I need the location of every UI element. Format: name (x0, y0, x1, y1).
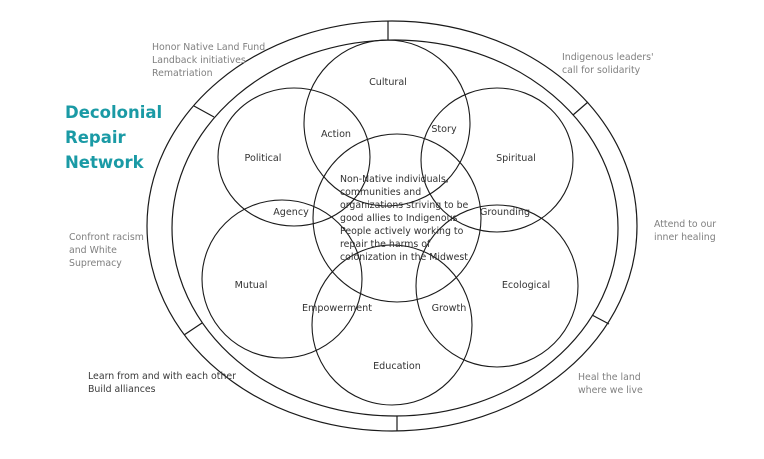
outer-label-line: Attend to our (654, 219, 717, 230)
petal-mutual (201, 199, 363, 359)
petal-label-spiritual: Spiritual (496, 153, 536, 164)
center-circle (312, 133, 482, 303)
center-line: People actively working to (340, 226, 464, 237)
outer-label-line: where we live (578, 385, 643, 396)
outer-label-bottom-right: Heal the land where we live (578, 371, 643, 397)
outer-label-top-left: Honor Native Land Fund Landback initiati… (152, 41, 265, 80)
petal-cultural (303, 39, 471, 207)
center-description: Non-Native individuals, communities and … (340, 173, 480, 264)
overlap-label-empowerment: Empowerment (302, 303, 372, 314)
outer-label-top-right: Indigenous leaders' call for solidarity (562, 51, 654, 77)
petal-label-education: Education (373, 361, 421, 372)
ring-divider-lower-right (591, 314, 610, 325)
outer-label-line: Supremacy (69, 258, 122, 269)
center-line: colonization in the Midwest (340, 252, 468, 263)
petal-education (311, 244, 473, 406)
title-line: Decolonial (65, 103, 163, 122)
petal-label-mutual: Mutual (235, 280, 268, 291)
petal-label-political: Political (245, 153, 282, 164)
outer-label-line: Honor Native Land Fund (152, 42, 266, 53)
petal-spiritual (420, 87, 574, 233)
ring-divider-upper-right (572, 101, 589, 116)
outer-label-line: and White (69, 245, 117, 256)
center-line: communities and (340, 187, 422, 198)
petal-label-ecological: Ecological (502, 280, 550, 291)
overlap-label-action: Action (321, 129, 351, 140)
outer-label-line: Learn from and with each other (88, 371, 237, 382)
outer-label-left: Confront racism and White Supremacy (69, 231, 144, 270)
overlap-label-agency: Agency (273, 207, 309, 218)
outer-label-line: Confront racism (69, 232, 144, 243)
center-line: repair the harms of (340, 239, 431, 250)
center-line: good allies to Indigenous (340, 213, 458, 224)
outer-label-bottom-left: Learn from and with each other Build all… (88, 370, 236, 396)
center-line: Non-Native individuals, (340, 174, 449, 185)
center-line: organizations striving to be (340, 200, 469, 211)
ring-divider-upper-left (193, 105, 215, 118)
outer-label-line: call for solidarity (562, 65, 641, 76)
ring-divider-lower-left (183, 322, 203, 336)
outer-label-line: Indigenous leaders' (562, 52, 654, 63)
title-line: Network (65, 153, 144, 172)
overlap-label-story: Story (431, 124, 457, 135)
outer-label-line: Build alliances (88, 384, 156, 395)
petal-political (217, 87, 371, 227)
petal-label-cultural: Cultural (369, 77, 407, 88)
outer-label-line: Landback initiatives (152, 55, 246, 66)
outer-label-line: Heal the land (578, 372, 641, 383)
petal-ecological (415, 204, 579, 368)
overlap-label-growth: Growth (432, 303, 467, 314)
outer-ring (146, 20, 638, 432)
overlap-label-grounding: Grounding (480, 207, 530, 218)
outer-label-line: Rematriation (152, 68, 213, 79)
outer-label-right: Attend to our inner healing (654, 218, 716, 244)
outer-label-line: inner healing (654, 232, 716, 243)
title-line: Repair (65, 128, 126, 147)
diagram-title: Decolonial Repair Network (65, 100, 162, 175)
